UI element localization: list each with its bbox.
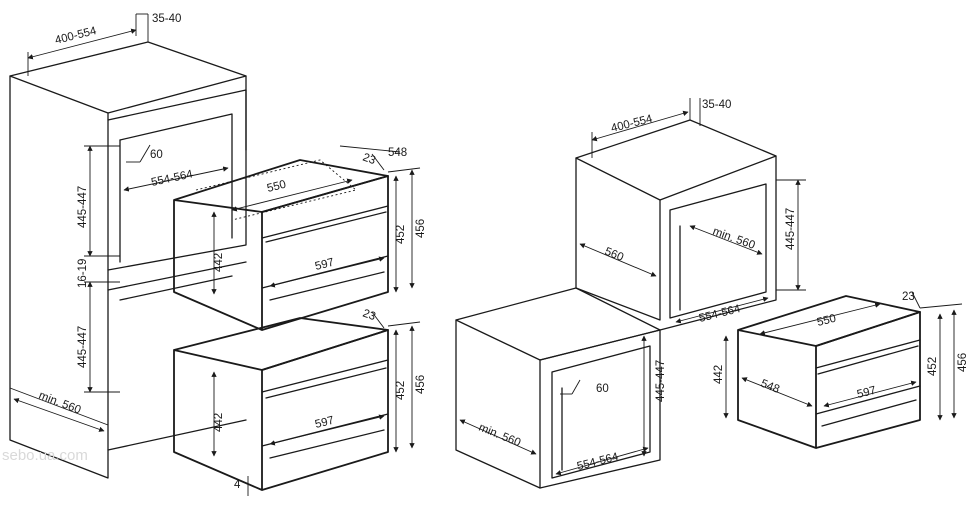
lower-oven-front-offset-label: 23 [361,308,377,324]
right-oven-width-body-label: 550 [816,313,838,329]
lower-oven-height-body-label: 442 [213,413,225,432]
right-oven-height-body-label: 442 [713,365,725,384]
left-cabinet-width-label: 400-554 [54,25,98,47]
left-lower-cutout-height-label: 445-447 [77,326,89,368]
right-lower-cutout-height-label: 445-447 [655,360,667,402]
left-upper-cutout-height-label: 445-447 [77,186,89,228]
right-angle-label: 60 [596,383,609,395]
left-back-gap-label: 35-40 [152,13,181,25]
right-oven-depth-label: 548 [759,378,781,396]
left-lower-oven: 442 597 452 456 23 4 [173,308,427,496]
lower-oven-bottom-gap-label: 4 [234,479,241,491]
left-cabinet-depth-label: min. 560 [37,390,82,417]
right-back-gap-label: 35-40 [702,99,731,111]
right-upper-cabinet: 400-554 35-40 560 min. 560 445-447 554-5… [575,98,806,331]
right-upper-cutout-width-label: 554-564 [698,303,742,325]
right-oven-front-offset-label: 23 [902,291,915,303]
watermark: sebo.ua.com [2,447,88,464]
lower-oven-height-front-label: 452 [395,381,407,400]
upper-oven-height-body-label: 442 [213,253,225,272]
right-oven-height-total-label: 456 [957,353,969,372]
right-oven: 442 550 548 597 452 456 23 [713,291,969,449]
right-lower-cabinet: 60 445-447 min. 560 554-564 [455,287,667,489]
left-separator-height-label: 16-19 [77,259,89,288]
left-cabinet [9,41,247,479]
left-cutout-width-label: 554-564 [150,168,194,189]
right-cabinet-width-label: 400-554 [610,113,654,135]
upper-oven-height-front-label: 452 [395,225,407,244]
right-oven-width-front-label: 597 [856,385,878,401]
left-vertical-dimensions: 445-447 16-19 445-447 [77,145,120,393]
lower-oven-height-total-label: 456 [415,375,427,394]
right-oven-height-front-label: 452 [927,357,939,376]
left-niche-dims: 554-564 60 min. 560 [37,144,229,417]
left-upper-oven: 442 550 597 452 456 548 23 [173,145,427,331]
upper-oven-width-front-label: 597 [314,257,336,273]
right-upper-cutout-height-label: 445-447 [785,208,797,250]
upper-oven-front-offset-label: 23 [361,152,377,168]
right-lower-cutout-width-label: 554-564 [576,451,620,473]
left-angle-label: 60 [150,149,163,161]
upper-oven-height-total-label: 456 [415,219,427,238]
lower-oven-width-front-label: 597 [314,415,336,431]
right-upper-inner-depth-label: min. 560 [711,226,757,252]
right-lower-depth-label: min. 560 [477,422,522,450]
upper-oven-depth-label: 548 [388,147,407,159]
upper-oven-width-body-label: 550 [266,179,288,195]
